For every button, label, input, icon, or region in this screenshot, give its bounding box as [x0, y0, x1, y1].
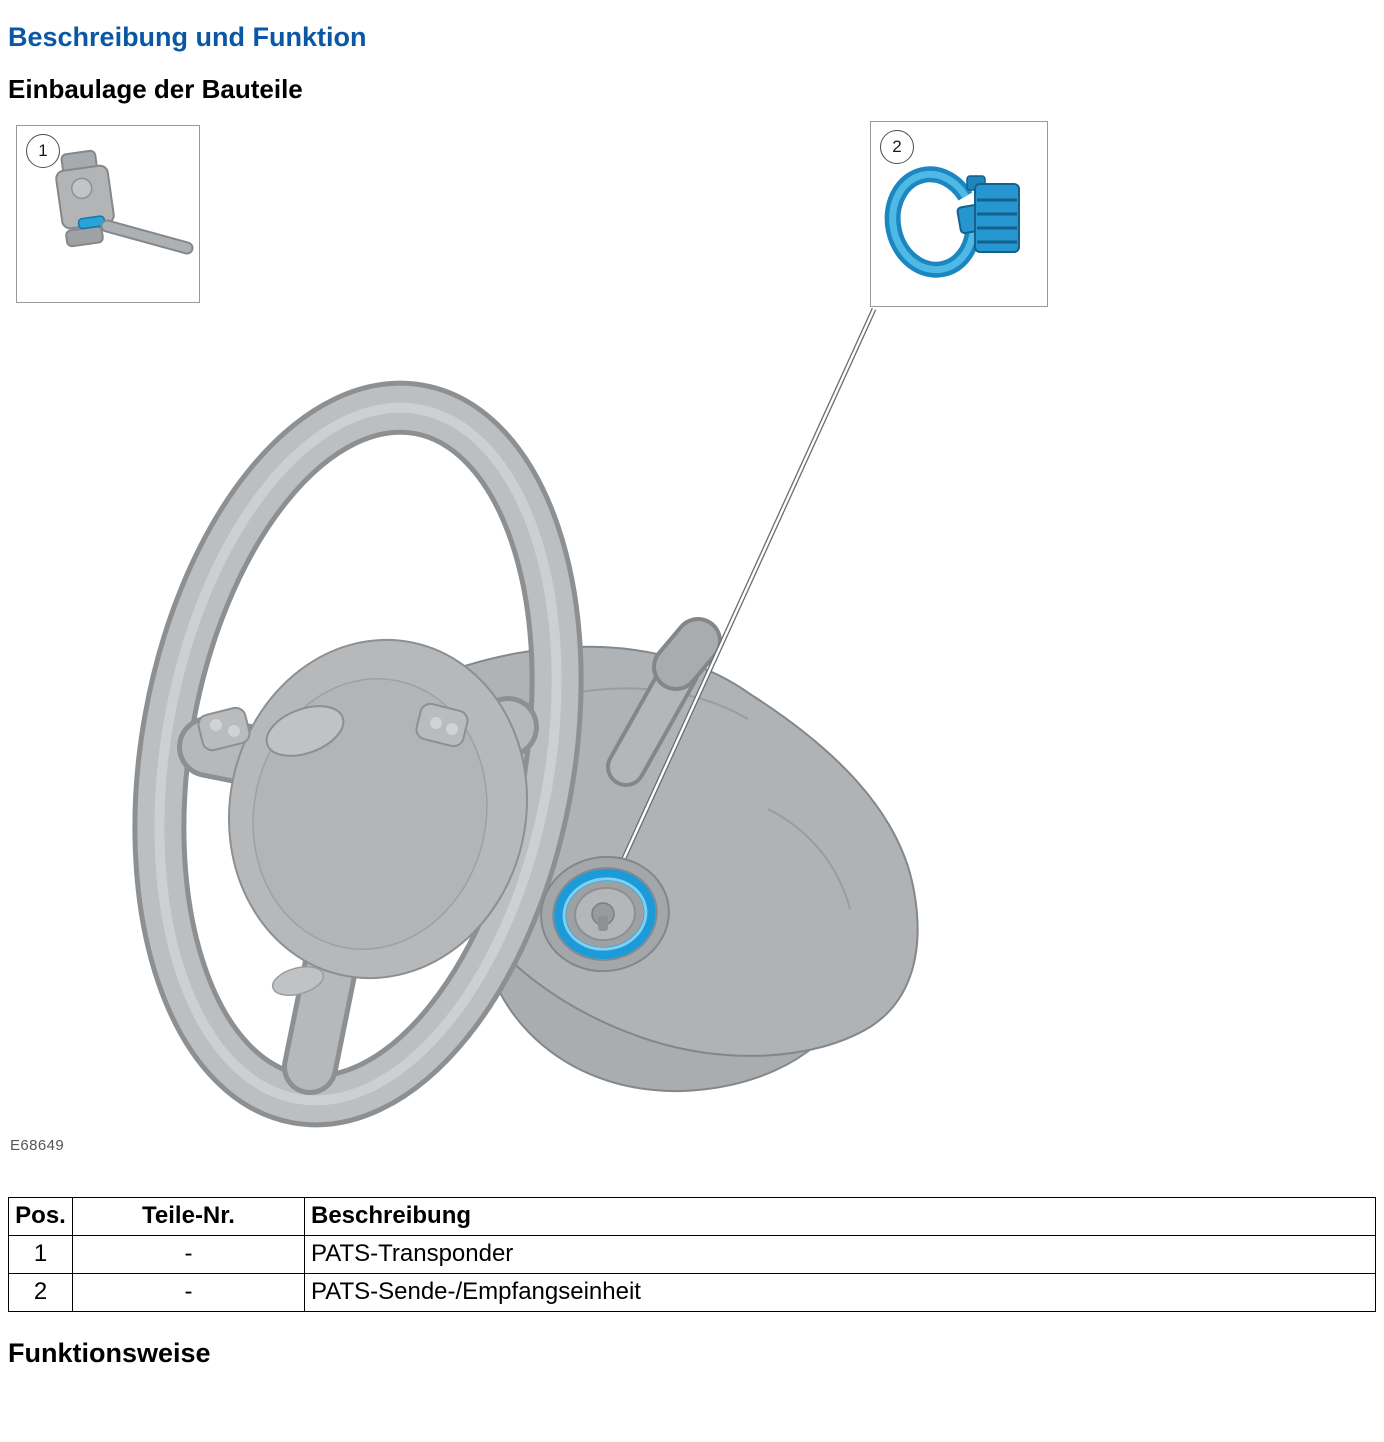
footer-heading: Funktionsweise [8, 1337, 211, 1368]
callout-number-2: 2 [880, 129, 914, 164]
callout-number-1: 1 [26, 133, 60, 168]
control-stalk [606, 616, 722, 787]
table-row: 2 - PATS-Sende-/Empfangseinheit [8, 1272, 1376, 1312]
badge-oval [265, 705, 345, 757]
steering-wheel-rim [132, 380, 584, 1128]
cell-beschreibung: PATS-Transponder [304, 1234, 1376, 1274]
col-header-teile-nr: Teile-Nr. [72, 1196, 305, 1236]
callout-box-1: 1 [16, 124, 200, 303]
wheel-buttons [197, 702, 469, 752]
section-title: Beschreibung und Funktion [8, 22, 367, 52]
cell-pos: 1 [8, 1234, 73, 1274]
wheel-hub [227, 638, 529, 996]
table-header-row: Pos. Teile-Nr. Beschreibung [8, 1196, 1376, 1236]
cell-pos: 2 [8, 1272, 73, 1312]
callout-box-2: 2 [870, 120, 1048, 307]
ignition-switch [540, 855, 670, 973]
cell-teile-nr: - [72, 1272, 305, 1312]
table-row: 1 - PATS-Transponder [8, 1234, 1376, 1274]
ignition-blue-ring [554, 868, 656, 960]
pats-transponder-illustration [55, 149, 194, 255]
pats-transceiver-illustration [884, 166, 1020, 278]
figure-label: E68649 [10, 1136, 65, 1154]
cell-beschreibung: PATS-Sende-/Empfangseinheit [304, 1272, 1376, 1312]
leader-line [617, 307, 877, 868]
component-location-figure: 1 2 [8, 119, 1376, 1159]
cell-teile-nr: - [72, 1234, 305, 1274]
subsection-title: Einbaulage der Bauteile [8, 74, 303, 105]
steering-column-diagram [132, 307, 919, 1128]
manual-page: Beschreibung und Funktion Einbaulage der… [8, 22, 1376, 1368]
col-header-beschreibung: Beschreibung [304, 1196, 1376, 1236]
col-header-pos: Pos. [8, 1196, 73, 1236]
parts-table: Pos. Teile-Nr. Beschreibung 1 - PATS-Tra… [8, 1196, 1376, 1312]
